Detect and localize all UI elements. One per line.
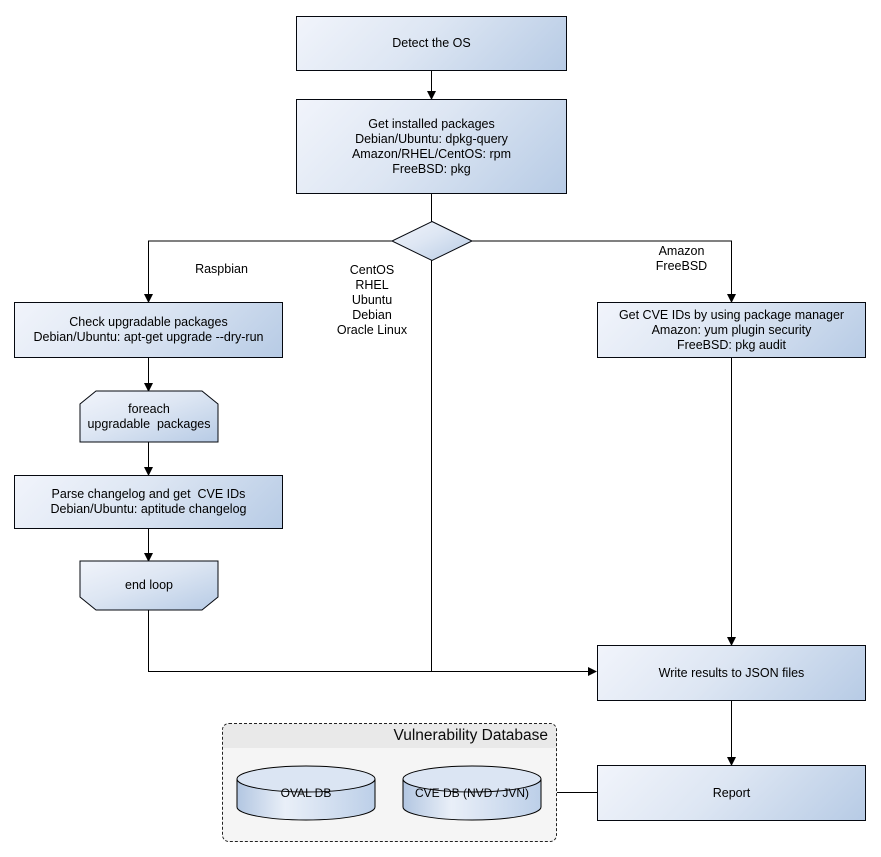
get-installed-packages-node: Get installed packages Debian/Ubuntu: dp… (296, 99, 567, 194)
vulnerability-database-panel: Vulnerability Database (222, 723, 557, 842)
cve-db-label: CVE DB (NVD / JVN) (414, 786, 529, 800)
report-node: Report (597, 765, 866, 821)
oval-db-label: OVAL DB (280, 786, 332, 800)
branch-label-amazon-freebsd: Amazon FreeBSD (655, 244, 708, 273)
check-upgradable-node: Check upgradable packages Debian/Ubuntu:… (14, 302, 283, 358)
end-loop-label: end loop (125, 578, 173, 592)
parse-changelog-node: Parse changelog and get CVE IDs Debian/U… (14, 475, 283, 529)
decision-diamond (390, 220, 474, 262)
branch-label-os-list: CentOS RHEL Ubuntu Debian Oracle Linux (336, 263, 408, 337)
write-results-node: Write results to JSON files (597, 645, 866, 701)
vulnerability-database-title: Vulnerability Database (223, 724, 556, 748)
arrowhead-right-icon (588, 667, 597, 676)
get-cve-ids-node: Get CVE IDs by using package manager Ama… (597, 302, 866, 358)
detect-os-node: Detect the OS (296, 16, 567, 71)
edge-endloop-to-write (148, 610, 588, 672)
branch-label-raspbian: Raspbian (195, 262, 248, 276)
foreach-loop-label: foreach upgradable packages (87, 401, 211, 431)
